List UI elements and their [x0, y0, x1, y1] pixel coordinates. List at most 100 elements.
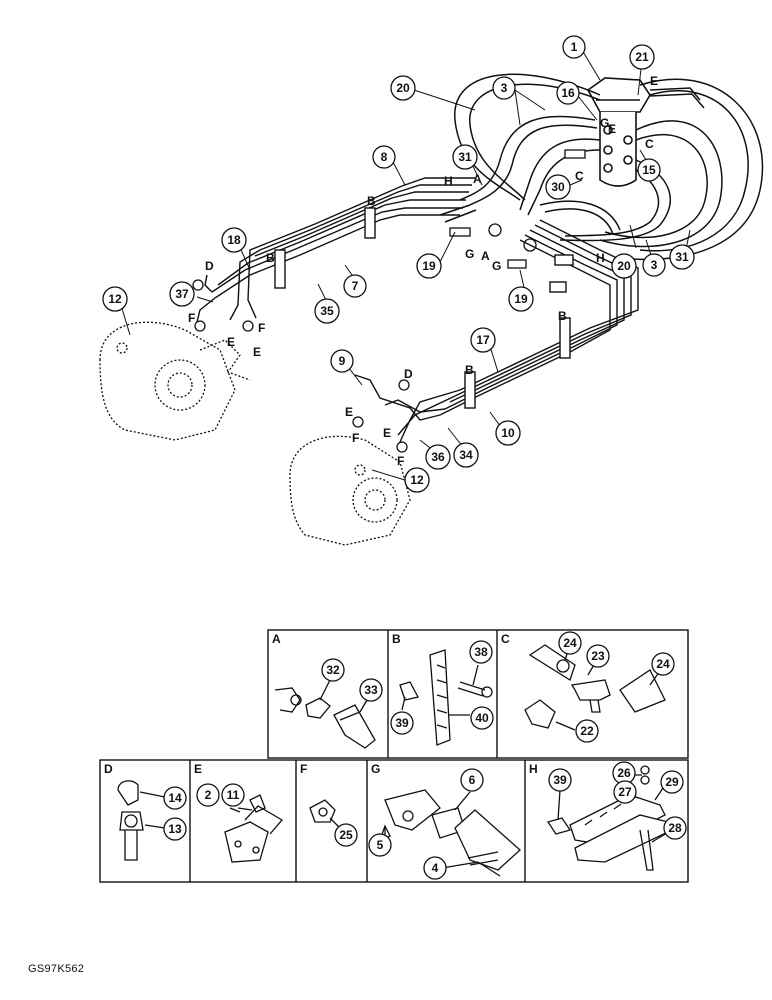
callout-25: 25: [334, 823, 358, 847]
svg-text:6: 6: [469, 773, 476, 787]
svg-text:20: 20: [396, 81, 410, 95]
svg-text:G: G: [465, 247, 474, 261]
svg-text:E: E: [194, 762, 202, 776]
svg-text:B: B: [558, 309, 567, 323]
svg-text:33: 33: [364, 683, 378, 697]
svg-text:13: 13: [168, 822, 182, 836]
svg-text:23: 23: [591, 649, 605, 663]
callout-3-right: 3: [642, 253, 666, 277]
svg-text:C: C: [501, 632, 510, 646]
svg-text:26: 26: [617, 766, 631, 780]
svg-text:9: 9: [339, 354, 346, 368]
svg-text:A: A: [481, 249, 490, 263]
callout-24-right: 24: [651, 652, 675, 676]
figure-code: GS97K562: [28, 963, 85, 975]
svg-text:H: H: [529, 762, 538, 776]
panel-b: [399, 649, 493, 746]
svg-text:17: 17: [476, 333, 490, 347]
svg-text:G: G: [600, 116, 609, 130]
svg-text:31: 31: [675, 250, 689, 264]
svg-text:3: 3: [501, 81, 508, 95]
svg-text:24: 24: [563, 636, 577, 650]
svg-text:E: E: [227, 335, 235, 349]
svg-text:3: 3: [651, 258, 658, 272]
panel-g: [378, 789, 521, 877]
panel-f: [309, 799, 343, 831]
svg-text:5: 5: [377, 838, 384, 852]
svg-text:32: 32: [326, 663, 340, 677]
svg-text:25: 25: [339, 828, 353, 842]
svg-text:35: 35: [320, 304, 334, 318]
svg-text:E: E: [253, 345, 261, 359]
callout-40: 40: [470, 706, 494, 730]
svg-text:G: G: [492, 259, 501, 273]
callout-21: 21: [629, 44, 655, 70]
svg-text:18: 18: [227, 233, 241, 247]
svg-text:40: 40: [475, 711, 489, 725]
panel-letters: A B C D E F G H: [104, 632, 538, 776]
svg-text:7: 7: [352, 279, 359, 293]
svg-text:C: C: [575, 169, 584, 183]
callout-24-left: 24: [558, 631, 582, 655]
svg-text:B: B: [266, 251, 275, 265]
callout-39-b: 39: [390, 711, 414, 735]
callout-4: 4: [423, 856, 447, 880]
panel-callouts: 32 33 38 39 40 24 23 24 22 14 13 2 11 25…: [163, 631, 687, 880]
svg-text:21: 21: [635, 50, 649, 64]
callout-17: 17: [470, 327, 496, 353]
svg-text:B: B: [367, 194, 376, 208]
callout-8: 8: [372, 145, 396, 169]
small-fittings: [192, 149, 586, 453]
callout-19-right: 19: [508, 286, 534, 312]
svg-text:12: 12: [108, 292, 122, 306]
svg-text:27: 27: [618, 785, 632, 799]
callout-31-left: 31: [452, 144, 478, 170]
svg-text:H: H: [596, 251, 605, 265]
svg-text:C: C: [645, 137, 654, 151]
main-assembly-drawing: [99, 49, 764, 546]
svg-text:15: 15: [642, 163, 656, 177]
callout-22: 22: [575, 719, 599, 743]
svg-text:E: E: [345, 405, 353, 419]
svg-text:D: D: [404, 367, 413, 381]
callout-5: 5: [368, 833, 392, 857]
callout-16: 16: [556, 81, 580, 105]
panel-e: [224, 794, 284, 863]
callout-23: 23: [586, 644, 610, 668]
lower-pipe-bundle: [354, 219, 639, 443]
svg-text:E: E: [383, 426, 391, 440]
callout-20-lower: 20: [611, 253, 637, 279]
svg-text:16: 16: [561, 86, 575, 100]
callout-20-upper: 20: [390, 75, 416, 101]
svg-text:38: 38: [474, 645, 488, 659]
callout-11: 11: [221, 783, 245, 807]
svg-text:G: G: [371, 762, 380, 776]
callout-33: 33: [359, 678, 383, 702]
svg-text:4: 4: [432, 861, 439, 875]
main-reference-letters: A A B B B B C C D D E E E E E E F F F F …: [188, 74, 658, 468]
svg-text:E: E: [650, 74, 658, 88]
wheel-motor-left: [99, 321, 251, 441]
svg-text:H: H: [444, 174, 453, 188]
svg-text:20: 20: [617, 259, 631, 273]
callout-12-lower: 12: [404, 467, 430, 493]
svg-text:B: B: [465, 363, 474, 377]
upper-pipe-bundle: [196, 177, 475, 323]
svg-text:12: 12: [410, 473, 424, 487]
svg-text:24: 24: [656, 657, 670, 671]
callout-29: 29: [660, 770, 684, 794]
svg-text:D: D: [104, 762, 113, 776]
svg-text:19: 19: [422, 259, 436, 273]
callout-10: 10: [495, 420, 521, 446]
svg-text:A: A: [473, 172, 482, 186]
callout-1: 1: [562, 35, 586, 59]
svg-text:39: 39: [553, 773, 567, 787]
callout-9: 9: [330, 349, 354, 373]
svg-text:29: 29: [665, 775, 679, 789]
leader-lines: [119, 49, 691, 481]
callout-15: 15: [637, 158, 661, 182]
svg-text:34: 34: [459, 448, 473, 462]
svg-text:30: 30: [551, 180, 565, 194]
callout-37: 37: [169, 281, 195, 307]
